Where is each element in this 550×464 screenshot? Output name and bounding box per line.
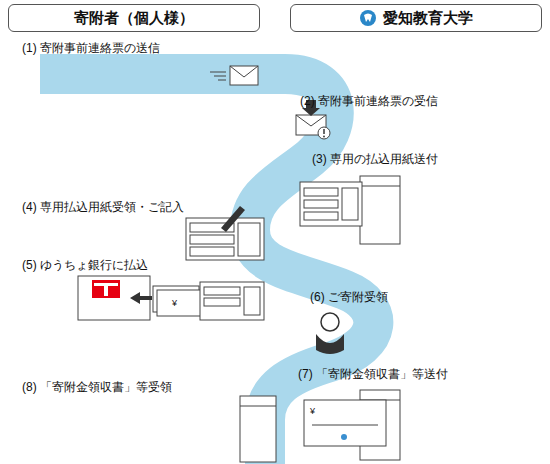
form-field bbox=[238, 223, 260, 256]
step-label: (7) 「寄附金領収書」等送付 bbox=[298, 367, 448, 381]
payment-form-set bbox=[300, 176, 400, 244]
form-field bbox=[190, 235, 234, 244]
envelope-flap bbox=[230, 66, 258, 77]
speed-line bbox=[218, 80, 226, 81]
receipt-set bbox=[304, 390, 400, 460]
university-mark bbox=[341, 434, 347, 440]
form-field bbox=[204, 298, 240, 306]
alert-mark bbox=[323, 129, 325, 134]
form-field bbox=[304, 188, 338, 196]
form-field bbox=[342, 188, 358, 220]
form-field bbox=[204, 287, 240, 295]
step-label: (4) 専用払込用紙受領・ご記入 bbox=[22, 200, 184, 214]
bill bbox=[157, 290, 203, 316]
pay-arrow bbox=[130, 292, 152, 304]
payment-illustration bbox=[78, 276, 264, 320]
step-label: (1) 寄附事前連絡票の送信 bbox=[22, 41, 160, 55]
form-field bbox=[244, 287, 260, 315]
step-label: (6) ご寄附受領 bbox=[310, 290, 388, 304]
form-field bbox=[304, 212, 338, 220]
alert-circle bbox=[318, 127, 330, 139]
header-text: 愛知教育大学 bbox=[383, 9, 473, 28]
form-writing bbox=[186, 206, 264, 260]
step-label: (5) ゆうちょ銀行に払込 bbox=[22, 258, 148, 272]
alert-dot bbox=[323, 136, 325, 138]
form-field bbox=[190, 247, 234, 256]
envelope-body bbox=[230, 66, 258, 85]
envelope-body bbox=[240, 396, 276, 462]
receipt-line bbox=[312, 425, 378, 426]
currency-mark: ¥ bbox=[310, 406, 315, 416]
speed-line bbox=[210, 72, 226, 73]
currency-mark: ¥ bbox=[172, 298, 177, 308]
post-mark-bar bbox=[94, 283, 118, 286]
form-sheet bbox=[200, 282, 264, 320]
logo-circle bbox=[360, 10, 376, 26]
logo-mark bbox=[364, 14, 372, 23]
post-mark-bar bbox=[104, 286, 108, 296]
receipt bbox=[304, 400, 386, 446]
header-text: 寄附者（個人様） bbox=[74, 9, 194, 28]
university-logo bbox=[359, 9, 377, 27]
person-head bbox=[321, 313, 339, 331]
pen bbox=[221, 206, 245, 232]
envelope-flap bbox=[240, 406, 276, 407]
received-envelope bbox=[240, 396, 276, 462]
envelope-flap bbox=[360, 186, 400, 187]
send-envelope bbox=[210, 66, 258, 85]
post-mark bbox=[92, 280, 120, 298]
speed-line bbox=[214, 76, 226, 77]
step-label: (3) 専用の払込用紙送付 bbox=[312, 152, 438, 166]
header-box: 寄附者（個人様） bbox=[8, 4, 260, 32]
person-body bbox=[316, 334, 344, 354]
form-sheet bbox=[300, 182, 362, 226]
step-label: (2) 寄附事前連絡票の受信 bbox=[300, 94, 438, 108]
envelope-flap bbox=[296, 115, 326, 126]
step-label: (8) 「寄附金領収書」等受領 bbox=[22, 380, 172, 394]
form-field bbox=[304, 200, 338, 208]
header-box: 愛知教育大学 bbox=[290, 4, 542, 32]
bowing-person bbox=[316, 313, 344, 354]
envelope-body bbox=[360, 176, 400, 244]
